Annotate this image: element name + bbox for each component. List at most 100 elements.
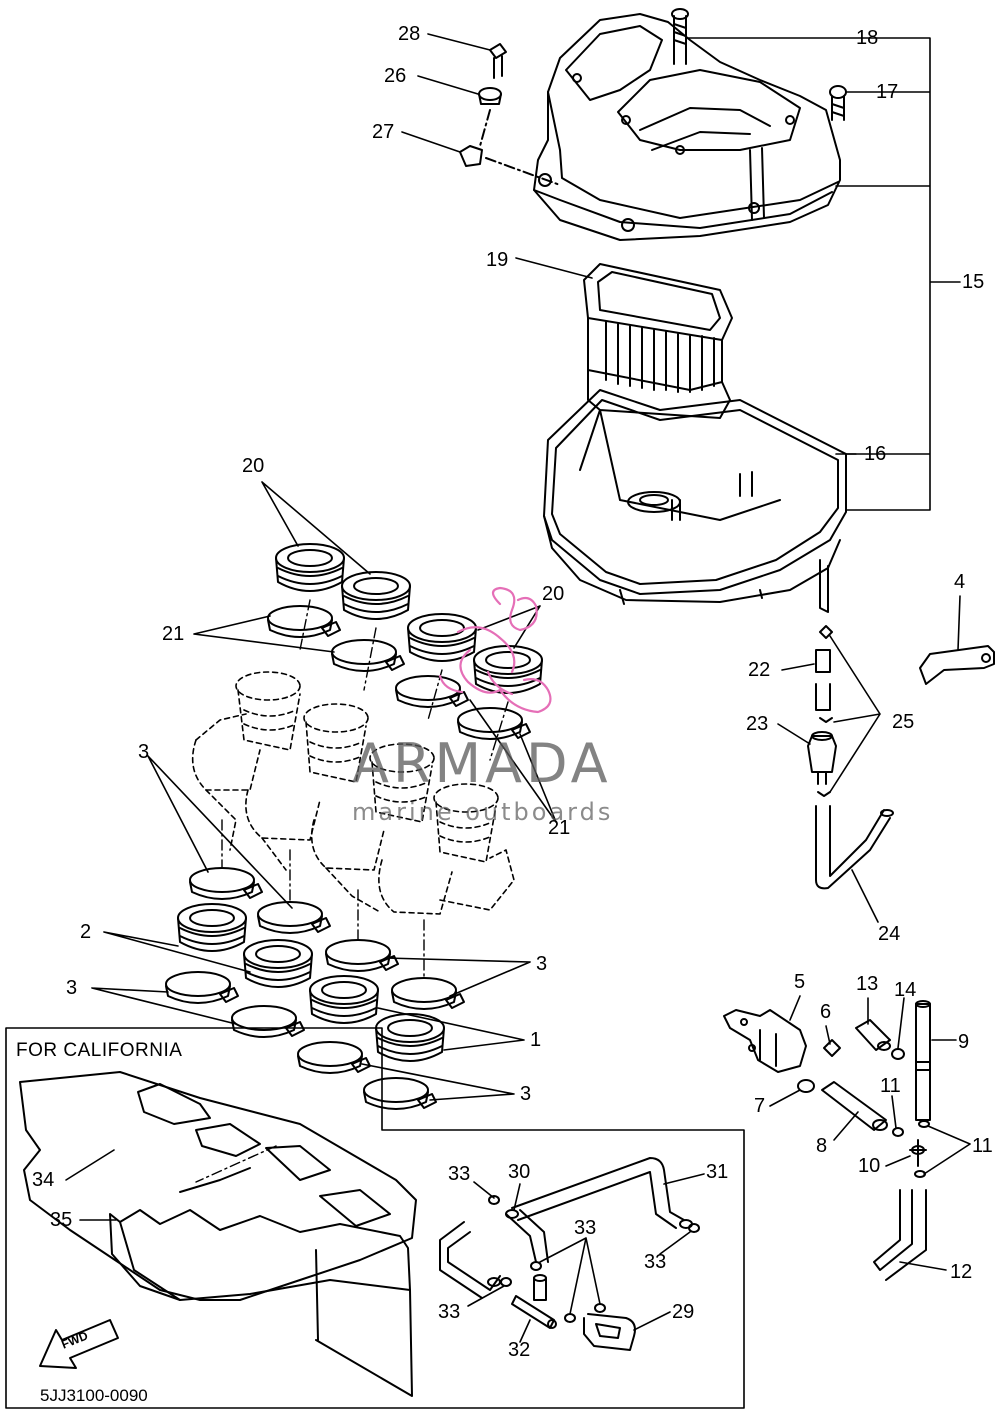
leader-6: [826, 1026, 830, 1044]
dashdot-canister: [196, 1146, 276, 1182]
collar-27: [460, 146, 482, 166]
air-cleaner-cap: [534, 14, 840, 240]
label-25: 25: [892, 711, 915, 733]
canister-34: [20, 1072, 416, 1300]
leader-14: [898, 998, 904, 1048]
label-35: 35: [50, 1209, 73, 1231]
leader-24: [852, 870, 878, 922]
leader-3a: [148, 756, 292, 908]
california-note: FOR CALIFORNIA: [16, 1040, 183, 1061]
leader-33b: [660, 1232, 690, 1254]
air-filter-element: [584, 264, 732, 418]
label-33d: 33: [438, 1301, 461, 1323]
grommet-26: [479, 88, 501, 104]
dashdot-intake: [300, 600, 508, 760]
leader-12: [900, 1262, 946, 1270]
leader-5: [790, 996, 800, 1020]
bracket-4: [920, 646, 994, 684]
label-34: 34: [32, 1169, 55, 1191]
leader-21a: [194, 616, 334, 652]
leader-3c: [92, 988, 236, 1024]
label-3c: 3: [66, 977, 78, 999]
joints-20: [276, 544, 542, 693]
label-22: 22: [748, 659, 771, 681]
label-10: 10: [858, 1155, 881, 1177]
fwd-arrow-icon: [40, 1320, 118, 1368]
label-4: 4: [954, 571, 966, 593]
label-1: 1: [530, 1029, 542, 1051]
leader-23: [778, 724, 810, 744]
label-8: 8: [816, 1135, 828, 1157]
label-5: 5: [794, 971, 806, 993]
label-30: 30: [508, 1161, 531, 1183]
clamps-3-upper: [190, 868, 330, 933]
screw-17: [830, 86, 846, 120]
label-3b: 3: [536, 953, 548, 975]
fitting-13: [856, 1020, 890, 1050]
dashdot-line-26: [480, 110, 490, 146]
fuel-cock-5: [724, 1010, 806, 1072]
bracket-15: [688, 38, 960, 510]
screw-18: [672, 9, 688, 64]
part-7: [798, 1080, 814, 1092]
label-32: 32: [508, 1339, 531, 1361]
label-20a: 20: [242, 455, 265, 477]
hose-30: [440, 1210, 548, 1298]
label-12: 12: [950, 1261, 973, 1283]
leader-33a: [474, 1182, 494, 1198]
clips-33: [489, 1196, 699, 1322]
label-33b: 33: [644, 1251, 667, 1273]
leader-32: [520, 1320, 530, 1342]
leader-22: [782, 664, 814, 670]
watermark-tagline: marine outboards: [352, 798, 614, 826]
air-cleaner-case: [544, 390, 846, 612]
label-2: 2: [80, 921, 92, 943]
label-20b: 20: [542, 583, 565, 605]
leader-11b: [924, 1126, 970, 1174]
joints-2: [178, 904, 312, 987]
armada-logo-icon: [440, 588, 550, 712]
label-6: 6: [820, 1001, 832, 1023]
leader-34: [66, 1150, 114, 1180]
label-7: 7: [754, 1095, 766, 1117]
label-3d: 3: [520, 1083, 532, 1105]
label-24: 24: [878, 923, 901, 945]
leader-20a: [262, 482, 370, 574]
leader-19: [516, 258, 592, 278]
joint-10: [910, 1140, 926, 1166]
clamps-3-middle: [326, 940, 464, 1009]
leader-3b: [386, 958, 530, 996]
clip-6: [824, 1040, 840, 1056]
label-9: 9: [958, 1031, 970, 1053]
diagram-code: 5JJ3100-0090: [40, 1386, 148, 1405]
leader-1: [378, 1008, 524, 1050]
leader-10: [886, 1156, 910, 1166]
label-16: 16: [864, 443, 887, 465]
hose-31: [512, 1158, 692, 1228]
hose-29: [584, 1314, 635, 1350]
leader-21b: [470, 700, 556, 822]
carburetor-assembly: [193, 672, 514, 914]
leader-8: [834, 1112, 858, 1140]
leader-28: [428, 34, 490, 50]
clamps-21: [268, 606, 530, 739]
leader-4: [958, 596, 960, 650]
leader-3d: [362, 1064, 514, 1100]
dashdot-line-27: [486, 158, 560, 185]
label-29: 29: [672, 1301, 695, 1323]
watermark-brand: ARMADA: [352, 732, 612, 795]
label-21b: 21: [548, 817, 571, 839]
clip-14: [892, 1049, 904, 1059]
label-28: 28: [398, 23, 421, 45]
label-11b: 11: [972, 1135, 993, 1157]
hose-8: [822, 1082, 887, 1130]
leader-20b: [478, 606, 540, 648]
label-23: 23: [746, 713, 769, 735]
dashdot-joints: [222, 820, 424, 978]
label-11a: 11: [880, 1075, 901, 1097]
drain-assembly: [808, 626, 893, 888]
label-21a: 21: [162, 623, 185, 645]
leader-25: [830, 636, 880, 792]
leader-7: [770, 1090, 800, 1106]
